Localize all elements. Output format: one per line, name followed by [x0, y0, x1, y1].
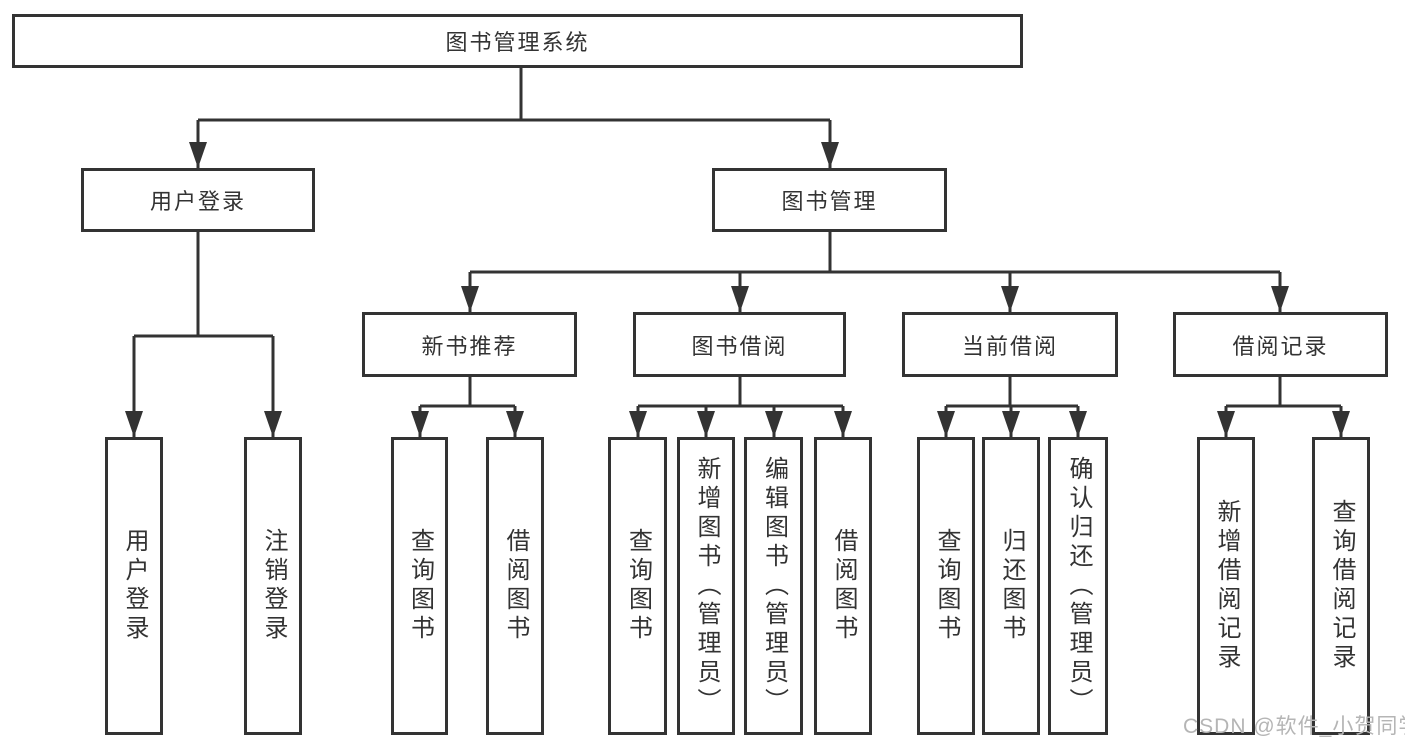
- arrowhead-icon: [411, 411, 429, 437]
- node-new-book-recommend: 新书推荐: [362, 312, 577, 377]
- node-current-borrow: 当前借阅: [902, 312, 1118, 377]
- arrowhead-icon: [1069, 411, 1087, 437]
- leaf-confirm-return-admin: 确认归还（管理员）: [1048, 437, 1108, 735]
- node-library-management-system: 图书管理系统: [12, 14, 1023, 68]
- leaf-query-books-1: 查询图书: [391, 437, 448, 735]
- node-label: 图书管理: [781, 189, 878, 214]
- arrowhead-icon: [1271, 286, 1289, 312]
- arrowhead-icon: [697, 411, 715, 437]
- leaf-user-login: 用户登录: [105, 437, 163, 735]
- arrowhead-icon: [765, 411, 783, 437]
- arrowhead-icon: [629, 411, 647, 437]
- leaf-query-borrow-record: 查询借阅记录: [1312, 437, 1370, 735]
- arrowhead-icon: [1002, 411, 1020, 437]
- arrowhead-icon: [264, 411, 282, 437]
- node-label: 图书管理系统: [445, 30, 590, 55]
- arrowhead-icon: [125, 411, 143, 437]
- leaf-query-books-2: 查询图书: [608, 437, 667, 735]
- node-label: 图书借阅: [691, 333, 788, 359]
- node-label: 查询图书: [624, 528, 652, 644]
- node-label: 用户登录: [121, 528, 148, 644]
- node-borrow-records: 借阅记录: [1173, 312, 1388, 377]
- node-label: 查询借阅记录: [1328, 499, 1355, 673]
- arrowheads: [125, 142, 1350, 437]
- leaf-query-books-3: 查询图书: [917, 437, 975, 735]
- arrowhead-icon: [937, 411, 955, 437]
- arrowhead-icon: [834, 411, 852, 437]
- arrowhead-icon: [189, 142, 207, 168]
- leaf-borrow-books-1: 借阅图书: [486, 437, 544, 735]
- node-label: 新增图书（管理员）: [693, 455, 720, 717]
- connector-new-book-recommend: [418, 377, 517, 437]
- arrowhead-icon: [821, 142, 839, 168]
- node-label: 新书推荐: [421, 333, 518, 359]
- arrowhead-icon: [1217, 411, 1235, 437]
- leaf-add-books-admin: 新增图书（管理员）: [677, 437, 735, 735]
- node-label: 借阅图书: [830, 528, 857, 644]
- arrowhead-icon: [506, 411, 524, 437]
- leaf-add-borrow-record: 新增借阅记录: [1197, 437, 1255, 735]
- node-label: 借阅图书: [502, 528, 529, 644]
- node-label: 用户登录: [149, 189, 246, 214]
- node-label: 查询图书: [933, 528, 960, 644]
- arrowhead-icon: [1332, 411, 1350, 437]
- leaf-borrow-books-2: 借阅图书: [814, 437, 872, 735]
- node-label: 确认归还（管理员）: [1065, 455, 1092, 717]
- node-book-borrow: 图书借阅: [633, 312, 846, 377]
- node-label: 归还图书: [998, 528, 1025, 644]
- connector-book-management: [468, 232, 1282, 312]
- node-label: 当前借阅: [961, 333, 1058, 359]
- leaf-return-books: 归还图书: [982, 437, 1040, 735]
- arrowhead-icon: [1001, 286, 1019, 312]
- leaf-logout: 注销登录: [244, 437, 302, 735]
- leaf-edit-books-admin: 编辑图书（管理员）: [744, 437, 803, 735]
- csdn-watermark: CSDN @软件_小贺同学: [1183, 715, 1405, 738]
- arrowhead-icon: [731, 286, 749, 312]
- node-label: 新增借阅记录: [1213, 499, 1240, 673]
- node-label: 注销登录: [260, 528, 287, 644]
- arrowhead-icon: [461, 286, 479, 312]
- node-label: 编辑图书（管理员）: [760, 455, 788, 717]
- node-label: 查询图书: [406, 528, 434, 644]
- node-user-login: 用户登录: [81, 168, 315, 232]
- node-label: 借阅记录: [1232, 333, 1329, 359]
- connector-root: [196, 68, 832, 168]
- connector-borrow-records: [1224, 377, 1343, 437]
- node-book-management: 图书管理: [712, 168, 947, 232]
- connector-user-login: [132, 232, 275, 437]
- connector-book-borrow: [636, 377, 845, 437]
